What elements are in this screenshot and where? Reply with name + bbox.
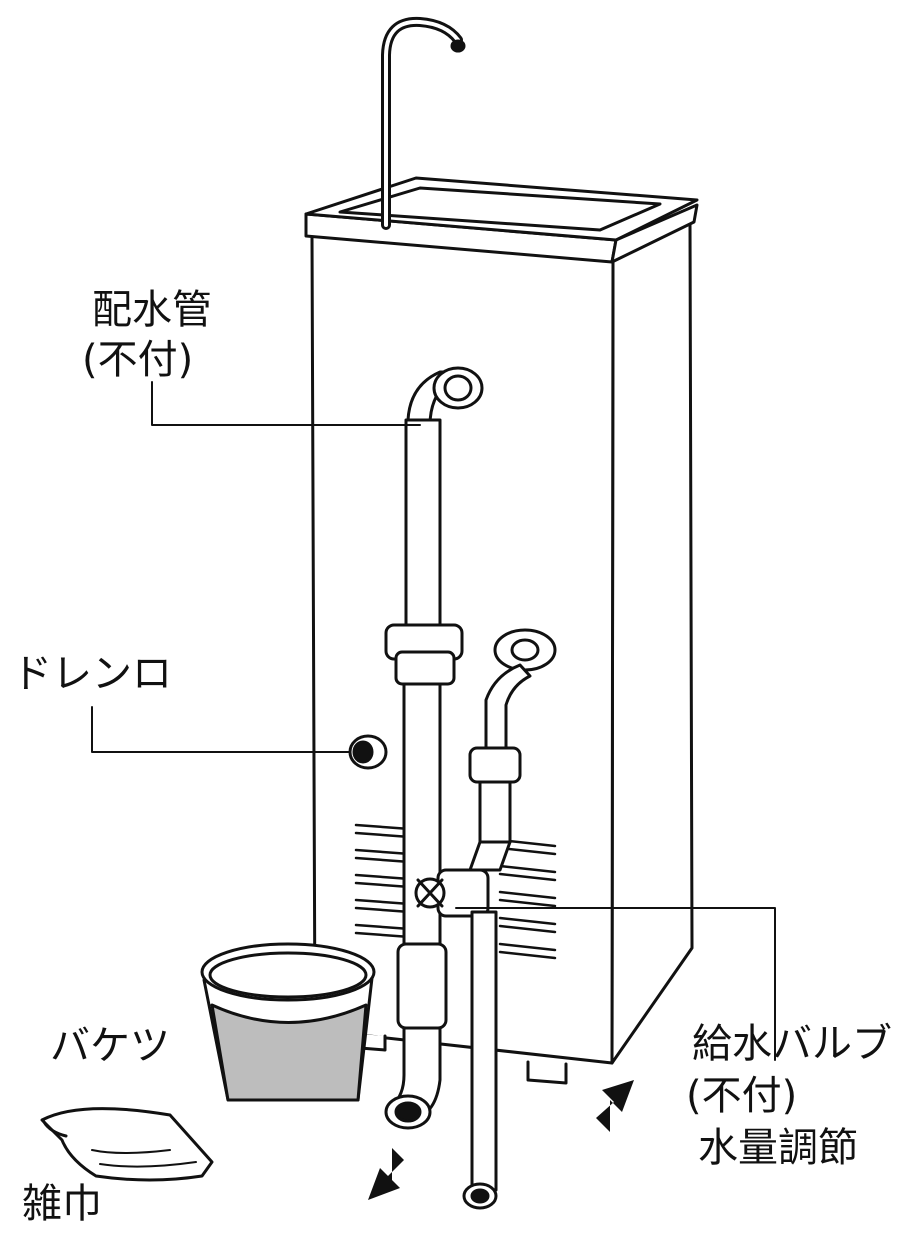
label-supply-valve-line1: 給水バルブ [692, 1021, 892, 1067]
faucet [381, 16, 466, 230]
label-cloth: 雑巾 [22, 1181, 102, 1227]
label-drain-pipe-line1: 配水管 [92, 287, 212, 333]
vent-grille [354, 823, 557, 960]
bucket [200, 942, 376, 1102]
leader-drain-pipe [151, 381, 421, 426]
label-drain-pipe-line2: (不付) [82, 337, 194, 383]
cloth [40, 1107, 214, 1182]
supply-line [414, 628, 557, 1210]
leader-lines [91, 381, 776, 1061]
label-bucket: バケツ [50, 1023, 170, 1069]
leader-drain-port [91, 706, 351, 753]
leader-supply-valve [455, 907, 776, 1061]
cooler-cabinet [304, 176, 699, 1085]
flow-arrow-in [596, 1080, 634, 1132]
flow-arrow-out [368, 1148, 404, 1200]
drain-pipe [384, 366, 484, 1130]
label-drain-port: ドレンロ [12, 651, 172, 697]
label-supply-valve-line3: 水量調節 [698, 1125, 858, 1171]
label-supply-valve-line2: (不付) [686, 1073, 798, 1119]
drain-port-fitting [348, 734, 388, 770]
